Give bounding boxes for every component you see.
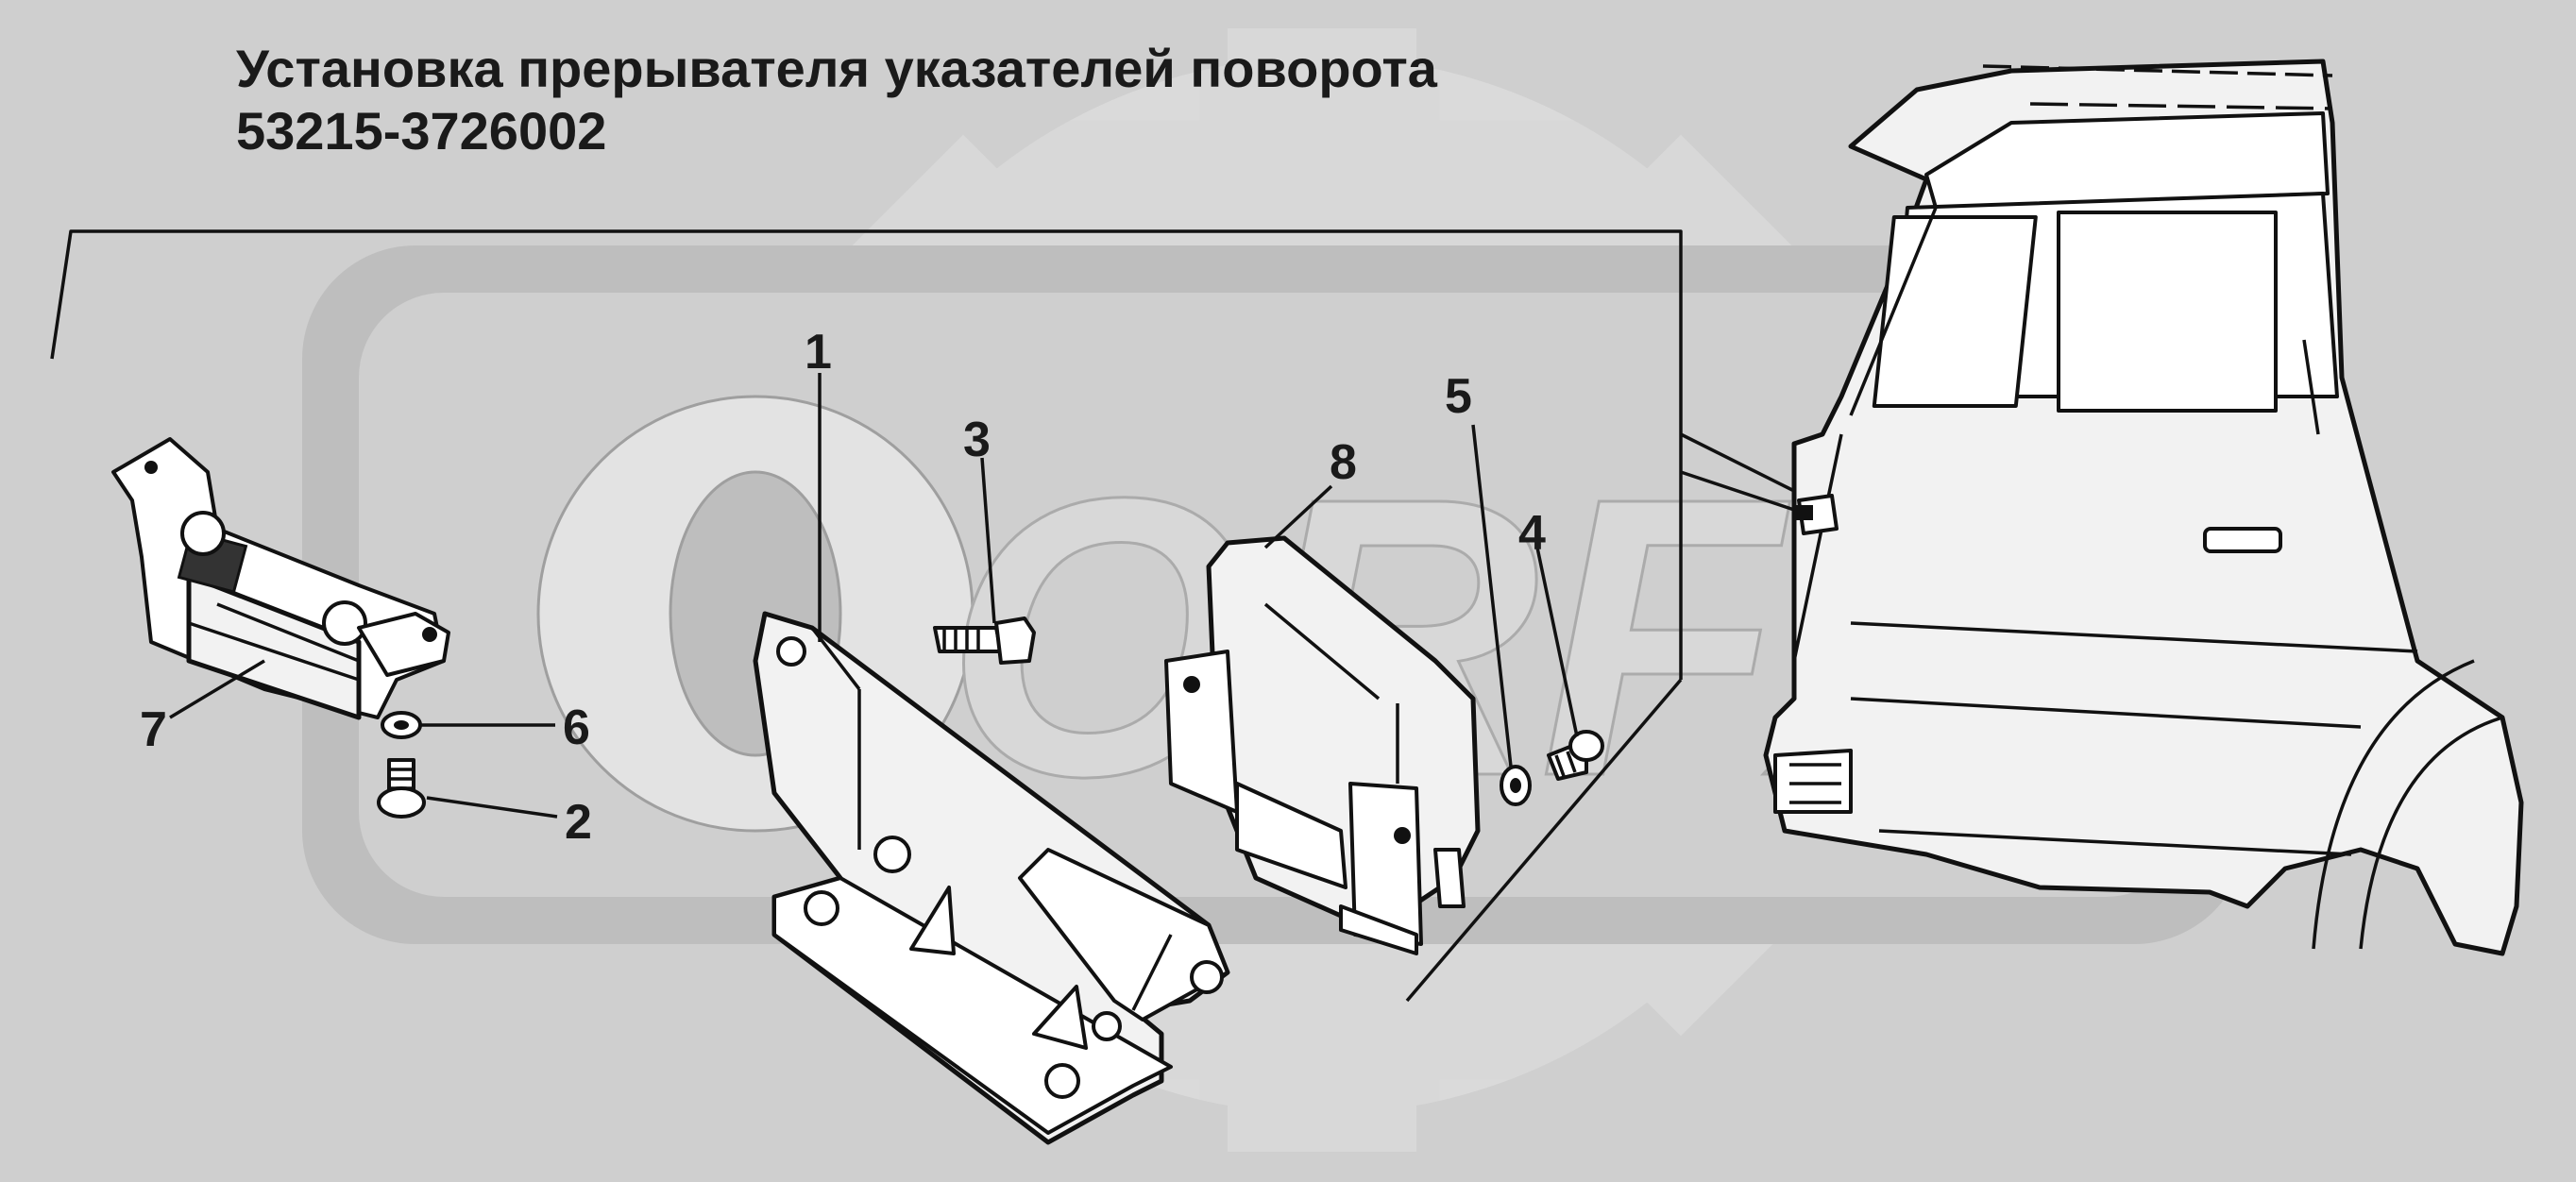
leader-5 bbox=[1471, 424, 1513, 768]
leader-8 bbox=[1263, 484, 1333, 549]
part-2-bolt bbox=[377, 758, 426, 819]
callout-2: 2 bbox=[565, 795, 592, 850]
page-title: Установка прерывателя указателей поворот… bbox=[236, 38, 1437, 162]
callout-5: 5 bbox=[1445, 369, 1472, 424]
callout-8: 8 bbox=[1330, 435, 1357, 490]
callout-labels: 1 2 3 4 5 6 7 8 bbox=[140, 325, 1546, 850]
leader-3 bbox=[980, 457, 996, 624]
part-5-washer bbox=[1500, 765, 1532, 806]
truck-cab bbox=[1763, 59, 2524, 956]
leader-7 bbox=[169, 659, 265, 719]
part-3-bolt bbox=[933, 616, 1036, 665]
part-7-flasher-relay bbox=[111, 437, 450, 720]
part-8-cover bbox=[1164, 535, 1481, 955]
leader-frame-diagonal bbox=[1405, 678, 1683, 1003]
part-4-screw bbox=[1547, 730, 1604, 781]
part-6-washer bbox=[381, 711, 422, 739]
part-1-bracket bbox=[753, 611, 1230, 1145]
leader-lines bbox=[169, 373, 1579, 819]
callout-1: 1 bbox=[805, 325, 832, 380]
title-line-2: 53215-3726002 bbox=[236, 101, 607, 160]
callout-6: 6 bbox=[563, 701, 590, 755]
callout-4: 4 bbox=[1518, 506, 1546, 561]
callout-7: 7 bbox=[140, 702, 167, 757]
callout-3: 3 bbox=[963, 413, 991, 467]
frame-line bbox=[50, 229, 1683, 680]
title-line-1: Установка прерывателя указателей поворот… bbox=[236, 39, 1437, 98]
leader-2 bbox=[426, 796, 558, 819]
leader-4 bbox=[1535, 547, 1579, 737]
